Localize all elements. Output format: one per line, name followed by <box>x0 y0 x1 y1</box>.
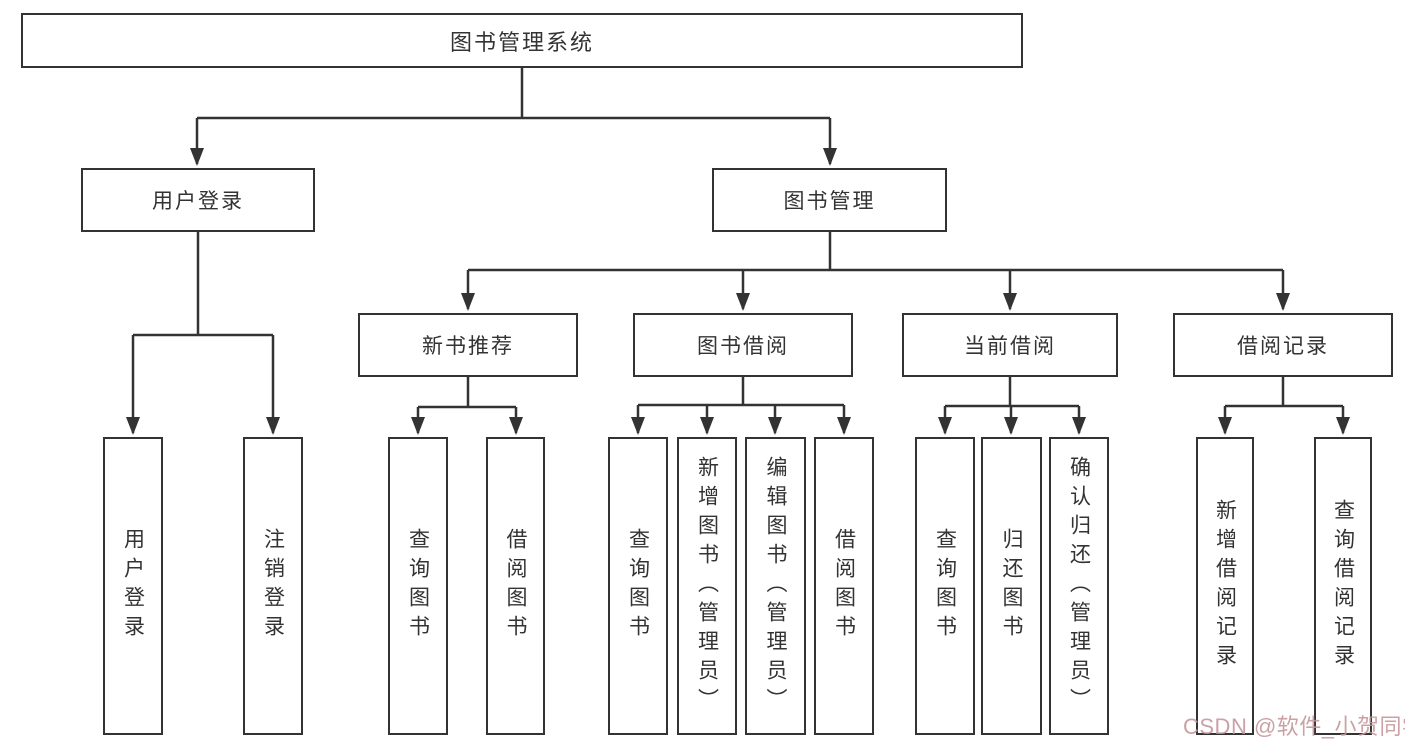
connector-arrows <box>126 118 1350 435</box>
leaf-add-book-admin: 新增图书（管理员） <box>677 437 737 735</box>
leaf-query-books-recommend: 查询图书 <box>388 437 448 735</box>
node-current-borrow: 当前借阅 <box>902 313 1118 377</box>
leaf-query-borrow-record: 查询借阅记录 <box>1314 437 1372 735</box>
leaf-borrow-books-recommend: 借阅图书 <box>486 437 545 735</box>
leaf-return-book: 归还图书 <box>981 437 1042 735</box>
node-label: 用户登录 <box>152 190 244 213</box>
connector-rails <box>133 68 1343 409</box>
leaf-edit-book-admin: 编辑图书（管理员） <box>745 437 806 735</box>
node-borrow-records: 借阅记录 <box>1173 313 1393 377</box>
node-label: 借阅图书 <box>504 528 527 644</box>
node-label: 查询图书 <box>933 528 957 644</box>
node-new-book-recommend: 新书推荐 <box>358 313 578 377</box>
leaf-borrow-books: 借阅图书 <box>814 437 874 735</box>
node-label: 编辑图书（管理员） <box>764 455 787 717</box>
node-label: 图书借阅 <box>697 335 789 358</box>
node-label: 确认归还（管理员） <box>1067 455 1091 717</box>
leaf-confirm-return-admin: 确认归还（管理员） <box>1049 437 1109 735</box>
leaf-query-books-borrow: 查询图书 <box>608 437 668 735</box>
node-label: 注销登录 <box>261 528 285 644</box>
node-label: 借阅记录 <box>1237 335 1329 358</box>
node-label: 图书管理系统 <box>449 29 594 55</box>
node-label: 当前借阅 <box>964 335 1056 358</box>
node-label: 查询图书 <box>626 528 650 644</box>
node-label: 图书管理 <box>783 190 876 213</box>
leaf-add-borrow-record: 新增借阅记录 <box>1196 437 1254 735</box>
node-label: 查询借阅记录 <box>1331 499 1355 673</box>
leaf-user-login: 用户登录 <box>103 437 163 735</box>
node-user-login: 用户登录 <box>81 168 315 232</box>
node-label: 归还图书 <box>1000 528 1023 644</box>
node-library-system: 图书管理系统 <box>21 13 1023 68</box>
leaf-logout: 注销登录 <box>243 437 303 735</box>
leaf-query-books-current: 查询图书 <box>915 437 975 735</box>
csdn-watermark: CSDN @软件_小贺同学 <box>1183 714 1405 739</box>
node-label: 借阅图书 <box>832 528 856 644</box>
node-book-borrow: 图书借阅 <box>633 313 853 377</box>
node-book-management: 图书管理 <box>712 168 947 232</box>
node-label: 新书推荐 <box>422 335 514 358</box>
node-label: 新增借阅记录 <box>1213 499 1237 673</box>
node-label: 新增图书（管理员） <box>695 455 719 717</box>
node-label: 查询图书 <box>406 528 430 644</box>
node-label: 用户登录 <box>121 528 145 644</box>
